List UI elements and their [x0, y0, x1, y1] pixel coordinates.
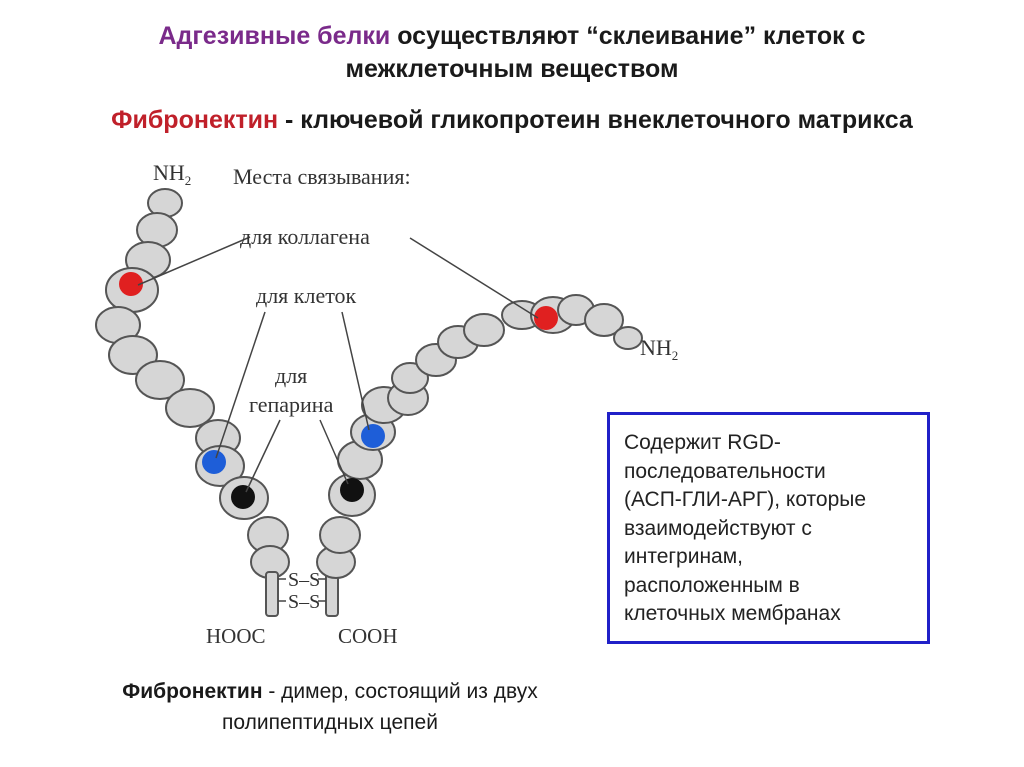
nh2-left-label: NH2	[153, 160, 191, 188]
info-line: последовательности	[624, 459, 826, 483]
disulfide-bond-bottom: S–S	[288, 591, 320, 613]
info-line: Содержит RGD-	[624, 431, 781, 454]
right-chain	[316, 294, 643, 617]
hooc-label: HOOC	[206, 624, 266, 648]
cell-site-right	[361, 424, 385, 448]
binding-sites-label: Места связывания:	[233, 164, 411, 189]
subtitle-rest: - ключевой гликопротеин внеклеточного ма…	[278, 106, 913, 134]
heparin-label-line2: гепарина	[249, 392, 334, 417]
rgd-info-box: Содержит RGD- последовательности (АСП-ГЛ…	[607, 412, 930, 644]
dimer-caption: Фибронектин - димер, состоящий из двух п…	[60, 676, 600, 738]
collagen-label: для коллагена	[240, 224, 370, 249]
disulfide-bonds	[278, 578, 326, 602]
info-line: интегринам,	[624, 545, 744, 568]
info-line: взаимодействуют с	[624, 516, 812, 540]
cell-site-left	[202, 450, 226, 474]
title-rest: осуществляют “склеивание” клеток с	[390, 22, 866, 50]
cooh-label: COOH	[338, 624, 398, 648]
caption-term: Фибронектин	[122, 680, 263, 703]
info-line: (АСП-ГЛИ-АРГ), которые	[624, 488, 867, 511]
subtitle-term: Фибронектин	[111, 106, 279, 134]
nh2-right-label: NH2	[640, 335, 678, 363]
slide-subtitle: Фибронектин - ключевой гликопротеин внек…	[0, 106, 1024, 135]
fibronectin-diagram: NH2 NH2 Места связывания: для коллагена …	[95, 160, 678, 648]
title-term: Адгезивные белки	[158, 22, 391, 50]
info-line: расположенным в	[624, 573, 800, 597]
info-line: клеточных мембранах	[624, 602, 841, 625]
collagen-site-left	[119, 272, 143, 296]
leader-lines	[137, 236, 539, 493]
slide-title: Адгезивные белки осуществляют “склеивани…	[0, 20, 1024, 86]
caption-rest: - димер, состоящий из двух	[262, 680, 538, 703]
heparin-site-right	[340, 478, 364, 502]
collagen-site-right	[534, 306, 558, 330]
heparin-label-line1: для	[275, 363, 307, 388]
cells-label: для клеток	[256, 283, 357, 308]
title-line2: межклеточным веществом	[345, 55, 679, 83]
disulfide-bond-top: S–S	[288, 569, 320, 591]
heparin-site-left	[231, 485, 255, 509]
caption-line2: полипептидных цепей	[222, 711, 438, 734]
